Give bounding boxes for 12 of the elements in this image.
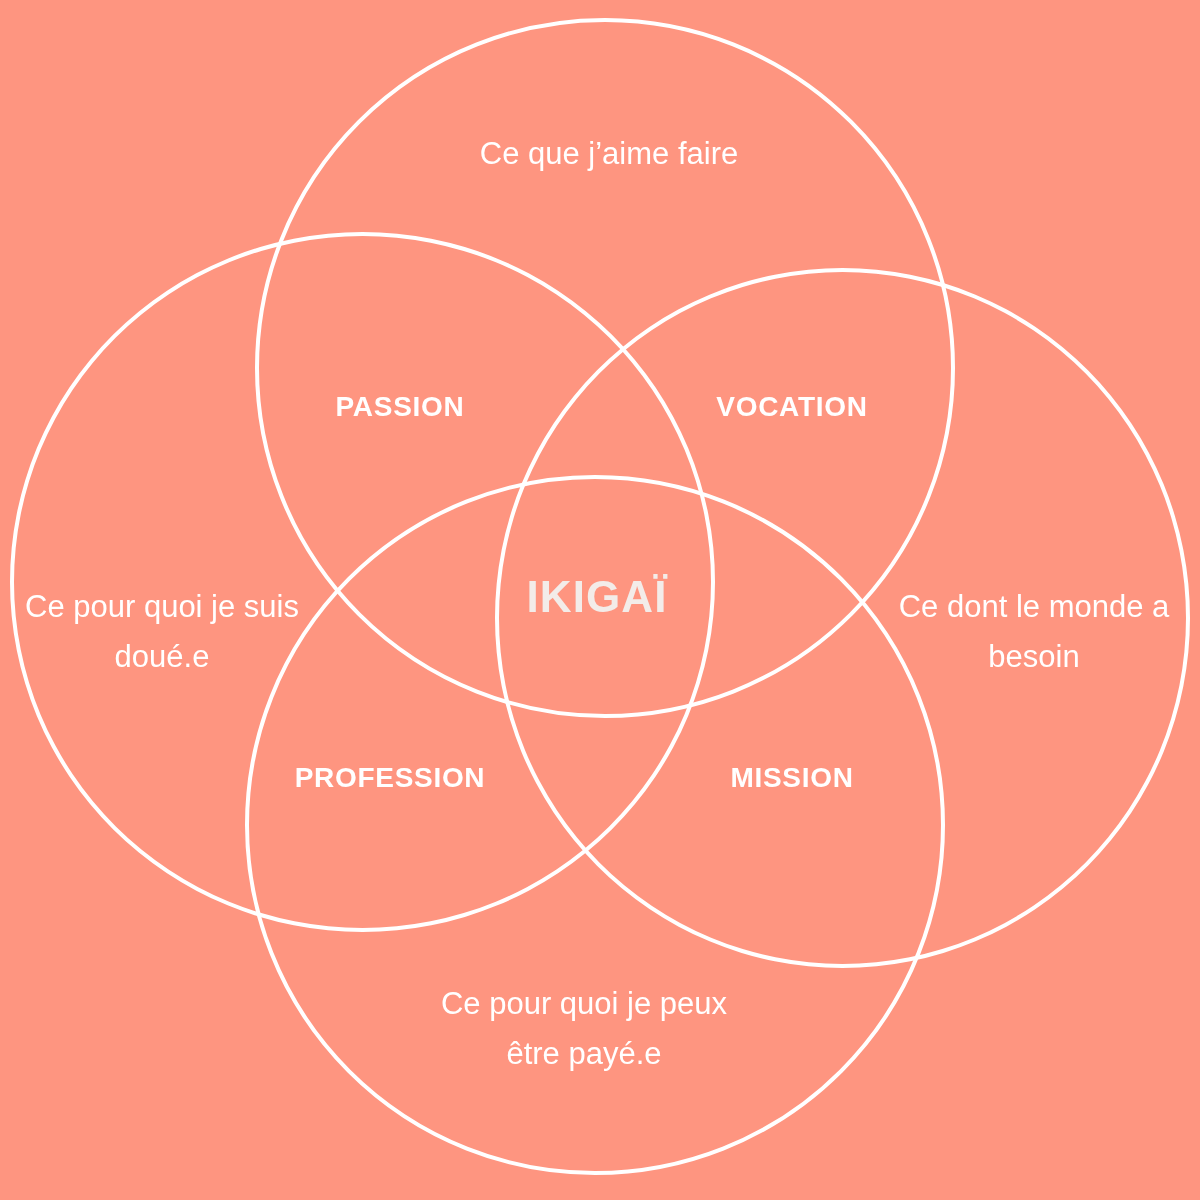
center-title: IKIGAÏ — [526, 571, 668, 623]
region-label: PROFESSION — [294, 761, 486, 795]
circle-text: Ce pour quoi je suis doué.e — [24, 588, 300, 676]
region-label: PASSION — [335, 390, 465, 424]
region-label: VOCATION — [716, 390, 868, 424]
region-label: MISSION — [730, 761, 854, 795]
venn-circle — [10, 232, 715, 932]
venn-circle — [495, 268, 1190, 968]
circle-text: Ce dont le monde a besoin — [897, 588, 1171, 676]
circle-text: Ce que j’aime faire — [478, 135, 740, 173]
venn-circle — [245, 475, 945, 1175]
circle-text: Ce pour quoi je peux être payé.e — [439, 985, 729, 1073]
